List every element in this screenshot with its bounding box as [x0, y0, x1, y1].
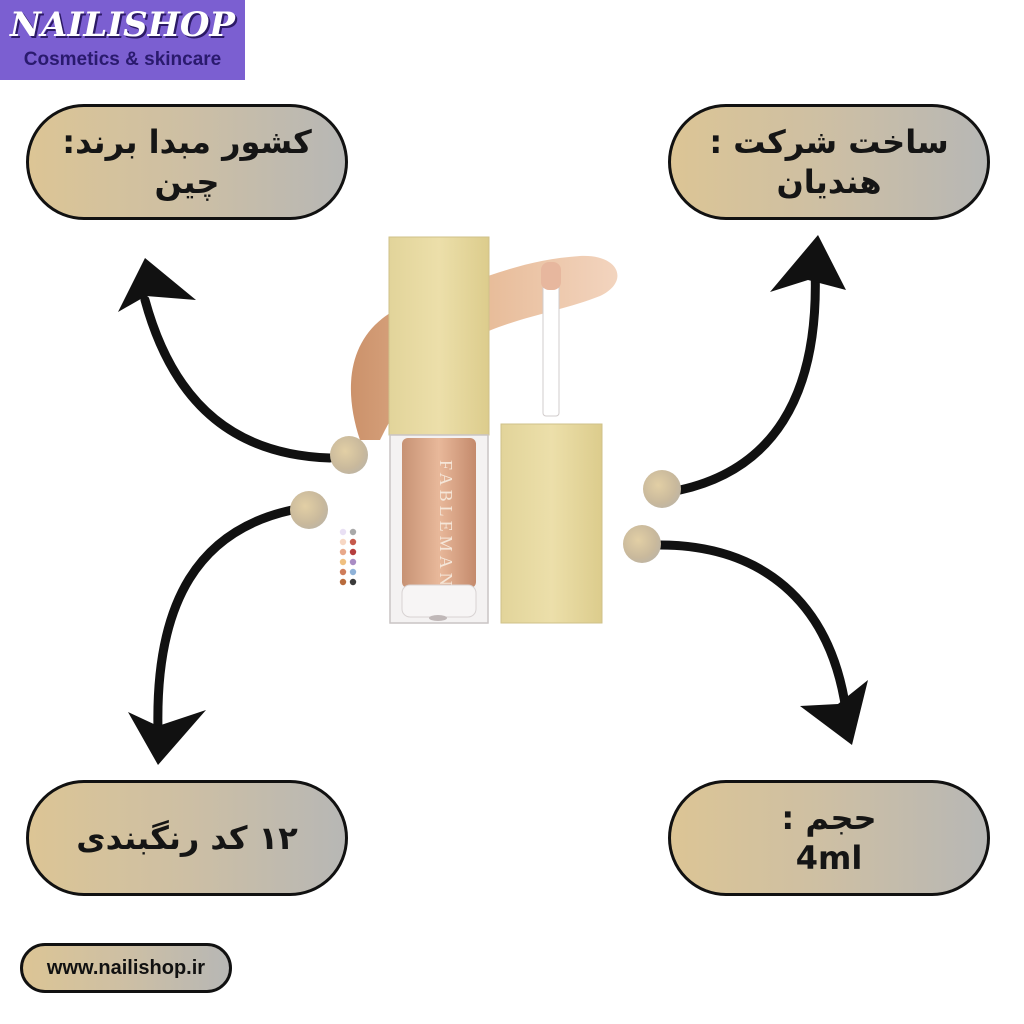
origin-label: کشور مبدا برند: [62, 123, 312, 161]
arrow-to-volume [655, 540, 851, 715]
arrow-to-colors [153, 505, 297, 735]
color-swatch-dot [339, 558, 347, 566]
arrow-head-colors [128, 710, 206, 765]
manufacturer-label: ساخت شرکت : [709, 123, 949, 161]
brand-name: NAILISHOP [9, 5, 236, 45]
color-swatch-dot [349, 578, 357, 586]
color-swatch-dot [349, 538, 357, 546]
color-swatch-dot [349, 558, 357, 566]
color-swatch-grid [339, 528, 357, 586]
color-swatch-dot [339, 568, 347, 576]
connector-dot-manufacturer [643, 470, 681, 508]
color-swatch-dot [339, 548, 347, 556]
color-swatch-dot [349, 528, 357, 536]
applicator-tip [541, 262, 561, 290]
color-swatch-dot [339, 538, 347, 546]
arrow-head-volume [800, 680, 868, 745]
colors-info-pill: ۱۲ کد رنگبندی [26, 780, 348, 896]
connector-dot-colors [290, 491, 328, 529]
connector-dot-origin [330, 436, 368, 474]
color-swatch-dot [339, 578, 347, 586]
colors-label: ۱۲ کد رنگبندی [76, 819, 298, 857]
bottle-brand-text: FABLEMAN [436, 460, 456, 590]
color-swatch-dot [349, 548, 357, 556]
arrow-to-origin [140, 295, 335, 463]
origin-value: چین [154, 163, 220, 201]
brand-tagline: Cosmetics & skincare [23, 49, 222, 70]
arrow-head-origin [118, 258, 196, 312]
bottle-cap [388, 236, 490, 436]
manufacturer-value: هندیان [776, 163, 882, 201]
website-link[interactable]: www.nailishop.ir [20, 943, 232, 993]
arrow-to-manufacturer [675, 263, 820, 495]
color-swatch-dot [339, 528, 347, 536]
applicator-stick [542, 269, 560, 417]
applicator-cap [500, 423, 603, 624]
volume-label: حجم : [781, 799, 877, 837]
origin-info-pill: کشور مبدا برند: چین [26, 104, 348, 220]
bottle-gloss-fill [402, 438, 476, 588]
volume-value: 4ml [795, 839, 863, 877]
manufacturer-info-pill: ساخت شرکت : هندیان [668, 104, 990, 220]
brand-logo: NAILISHOP Cosmetics & skincare [0, 0, 245, 80]
connector-dot-volume [623, 525, 661, 563]
color-swatch-dot [349, 568, 357, 576]
volume-info-pill: حجم : 4ml [668, 780, 990, 896]
arrow-head-manufacturer [770, 235, 846, 292]
